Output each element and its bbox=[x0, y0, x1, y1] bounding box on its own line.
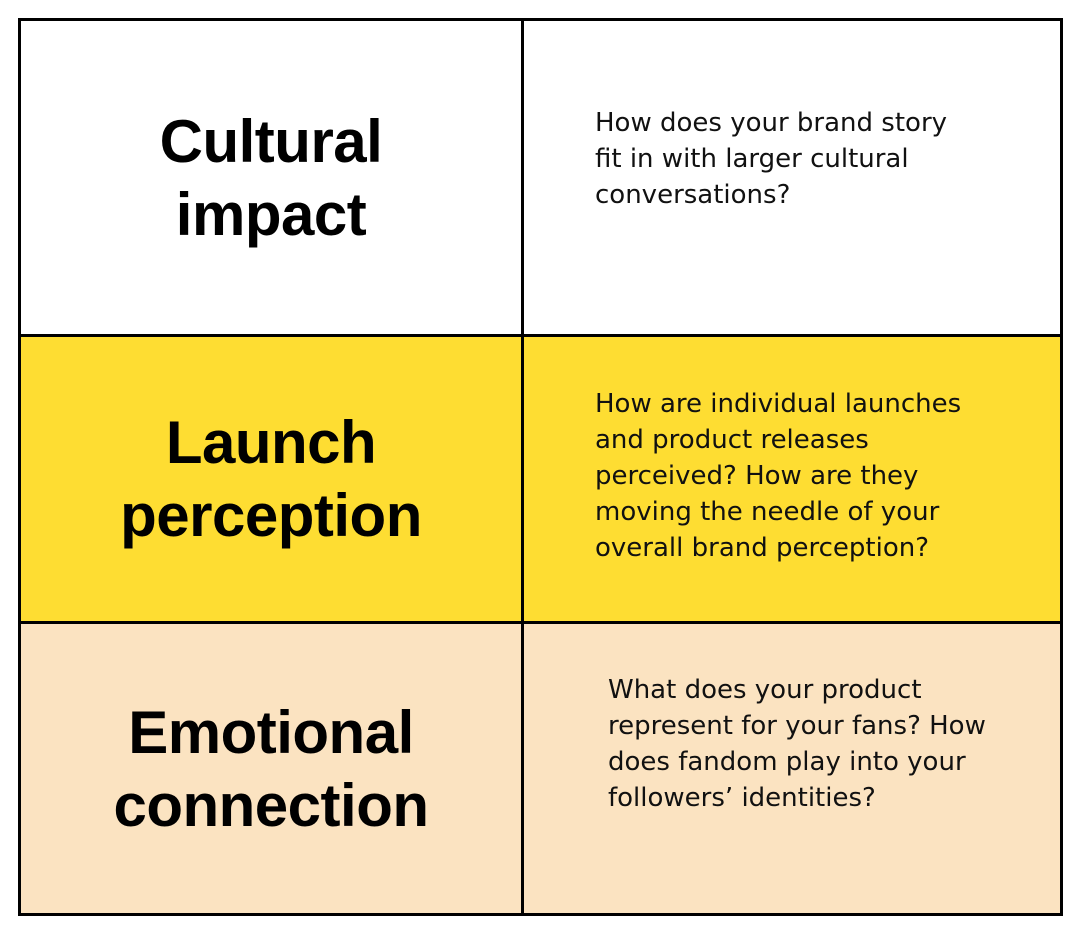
row-launch-perception-text-cell: How are individual launches and product … bbox=[524, 337, 1060, 624]
brand-perception-table: Cultural impact How does your brand stor… bbox=[18, 18, 1063, 916]
heading-line: Launch bbox=[165, 409, 377, 476]
text-line: followers’ identities? bbox=[608, 782, 876, 813]
heading-line: perception bbox=[120, 482, 422, 549]
heading-launch-perception: Launch perception bbox=[120, 406, 422, 552]
text-line: How does your brand story bbox=[595, 107, 948, 138]
text-line: moving the needle of your bbox=[595, 497, 940, 527]
heading-line: connection bbox=[113, 771, 429, 839]
heading-line: Emotional bbox=[128, 698, 414, 766]
row-cultural-impact-text-cell: How does your brand story fit in with la… bbox=[524, 21, 1060, 337]
text-line: represent for your fans? How bbox=[608, 710, 986, 741]
row-cultural-impact-heading-cell: Cultural impact bbox=[21, 21, 524, 337]
row-launch-perception-heading-cell: Launch perception bbox=[21, 337, 524, 624]
text-line: conversations? bbox=[595, 179, 791, 210]
heading-emotional-connection: Emotional connection bbox=[113, 696, 429, 842]
description-cultural-impact: How does your brand story fit in with la… bbox=[524, 105, 947, 213]
text-line: and product releases bbox=[595, 425, 869, 455]
text-line: overall brand perception? bbox=[595, 533, 930, 563]
text-line: perceived? How are they bbox=[595, 461, 919, 491]
text-line: does fandom play into your bbox=[608, 746, 966, 777]
heading-line: Cultural bbox=[159, 107, 383, 175]
text-line: fit in with larger cultural bbox=[595, 143, 909, 174]
text-line: How are individual launches bbox=[595, 389, 962, 419]
row-emotional-connection-heading-cell: Emotional connection bbox=[21, 624, 524, 913]
row-emotional-connection-text-cell: What does your product represent for you… bbox=[524, 624, 1060, 913]
text-line: What does your product bbox=[608, 674, 922, 705]
heading-line: impact bbox=[175, 180, 367, 248]
heading-cultural-impact: Cultural impact bbox=[160, 105, 383, 251]
description-launch-perception: How are individual launches and product … bbox=[524, 386, 961, 566]
description-emotional-connection: What does your product represent for you… bbox=[524, 672, 986, 816]
